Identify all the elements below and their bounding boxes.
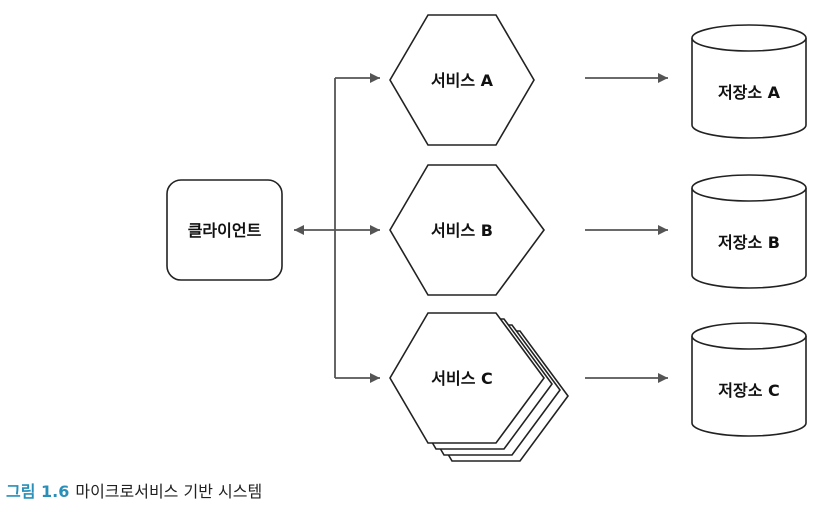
service-store-connectors — [585, 73, 668, 383]
store-b-label: 저장소 B — [718, 233, 780, 252]
diagram: 클라이언트 서비스 A 서비스 B 서비스 C 저장소 A — [166, 14, 807, 462]
figure-caption-text: 마이크로서비스 기반 시스템 — [75, 482, 263, 501]
client-service-connectors — [294, 73, 380, 383]
figure-number: 그림 1.6 — [6, 482, 70, 501]
store-c-label: 저장소 C — [718, 381, 779, 400]
figure-caption: 그림 1.6 마이크로서비스 기반 시스템 — [6, 478, 262, 502]
client-node: 클라이언트 — [166, 179, 283, 281]
store-b-node: 저장소 B — [691, 174, 807, 289]
store-a-label: 저장소 A — [718, 83, 781, 102]
service-a-node: 서비스 A — [389, 14, 535, 146]
service-c-instance-front — [389, 312, 545, 444]
service-c-node: 서비스 C — [389, 312, 569, 462]
service-b-node: 서비스 B — [389, 164, 545, 296]
service-c-label: 서비스 C — [431, 369, 492, 388]
service-b-label: 서비스 B — [431, 221, 493, 240]
store-a-node: 저장소 A — [691, 24, 807, 139]
store-c-node: 저장소 C — [691, 322, 807, 437]
client-label: 클라이언트 — [188, 221, 262, 240]
service-a-label: 서비스 A — [431, 71, 494, 90]
